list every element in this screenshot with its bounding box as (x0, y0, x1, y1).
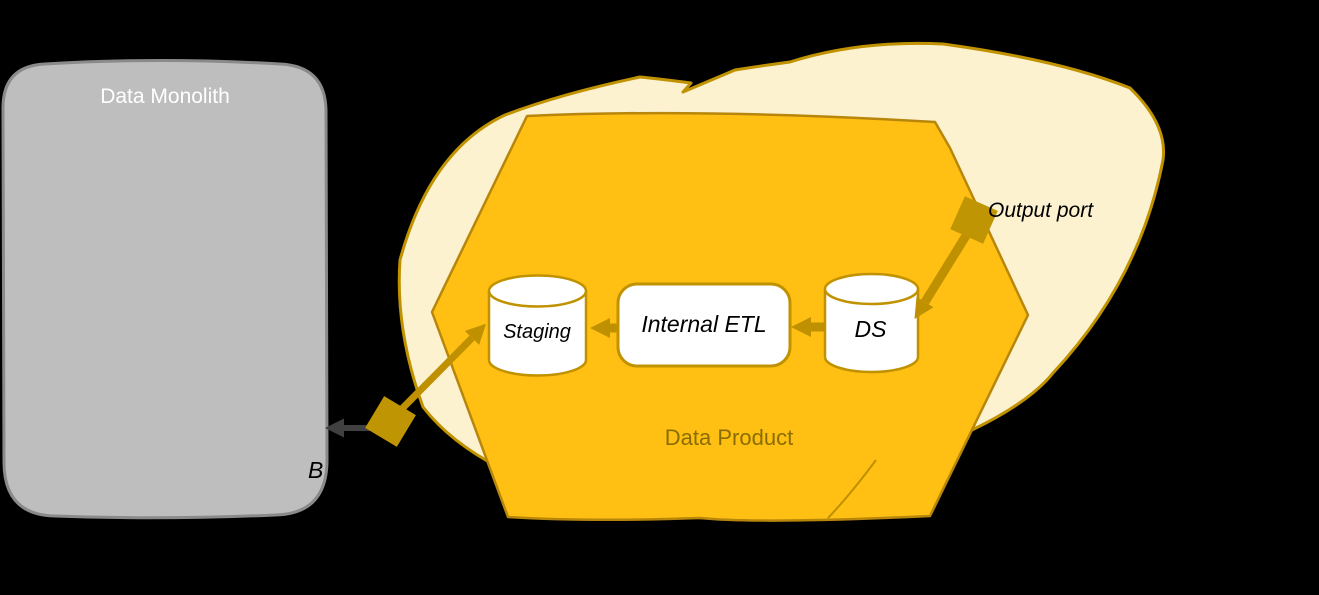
input-port-marker (365, 396, 416, 447)
internal-etl-box (616, 282, 792, 368)
data-monolith-label: Data Monolith (100, 85, 230, 108)
ds-cylinder (823, 272, 920, 374)
internal-etl-node-label: Internal ETL (641, 311, 767, 337)
hexagon-seam-stroke (827, 459, 877, 519)
data-product-label: Data Product (664, 425, 794, 450)
data-monolith-box (1, 59, 329, 520)
input-port-truncated-label: B (308, 457, 324, 483)
output-port-label: Output port (988, 199, 1094, 222)
output-port-marker (950, 196, 998, 244)
staging-cylinder (487, 274, 588, 377)
staging-node-label: Staging (503, 321, 571, 343)
ds-node-label: DS (854, 316, 887, 342)
arrow-outputport-to-ds (914, 223, 976, 320)
